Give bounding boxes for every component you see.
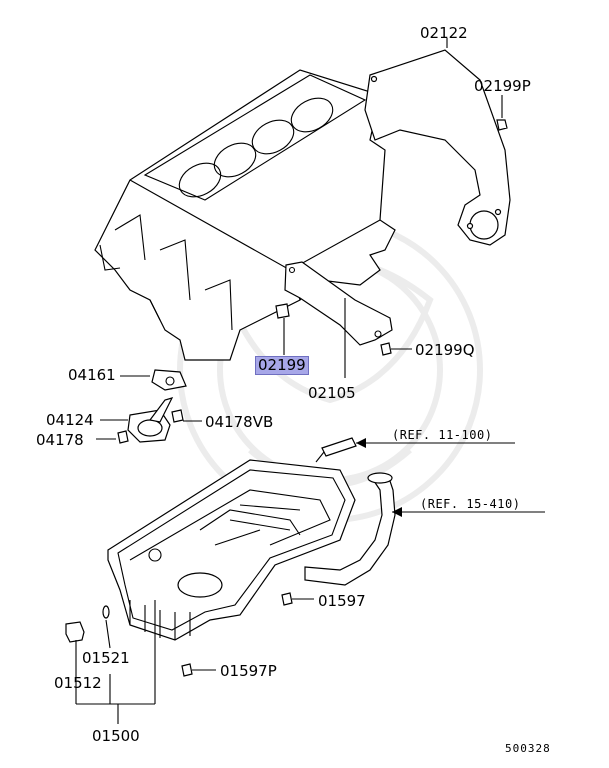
label-02122: 02122 bbox=[420, 24, 468, 42]
gasket-01521 bbox=[102, 605, 111, 704]
bolt-02199P bbox=[496, 95, 508, 131]
label-02105: 02105 bbox=[308, 384, 356, 402]
bolt-02199 bbox=[275, 303, 290, 355]
bolt-01597P bbox=[181, 663, 216, 677]
bolt-02199Q bbox=[380, 342, 412, 356]
label-01597: 01597 bbox=[318, 592, 366, 610]
gasket-04161 bbox=[120, 369, 187, 391]
label-02199Q: 02199Q bbox=[415, 341, 475, 359]
label-01521: 01521 bbox=[82, 649, 130, 667]
engine-block bbox=[94, 69, 396, 361]
ref-label-15-410: (REF. 15-410) bbox=[420, 497, 521, 511]
gauge-tube bbox=[304, 472, 396, 586]
label-01597P: 01597P bbox=[220, 662, 277, 680]
ref-arrow-15-410 bbox=[392, 507, 545, 517]
label-04178: 04178 bbox=[36, 431, 84, 449]
oil-screen-04124 bbox=[100, 397, 174, 443]
label-01512: 01512 bbox=[54, 674, 102, 692]
oil-pan-01500 bbox=[107, 459, 356, 641]
ref-label-11-100: (REF. 11-100) bbox=[392, 428, 493, 442]
oil-sensor bbox=[315, 437, 515, 463]
label-01500: 01500 bbox=[92, 727, 140, 745]
diagram-code: 500328 bbox=[505, 742, 551, 755]
label-04178VB: 04178VB bbox=[205, 413, 274, 431]
label-04124: 04124 bbox=[46, 411, 94, 429]
bolt-04178 bbox=[96, 430, 129, 444]
label-02199-highlighted: 02199 bbox=[255, 356, 309, 375]
label-02199P: 02199P bbox=[474, 77, 531, 95]
bolt-04178VB bbox=[171, 409, 202, 423]
bracket-02105 bbox=[284, 261, 393, 378]
label-04161: 04161 bbox=[68, 366, 116, 384]
rear-plate-02122 bbox=[364, 38, 511, 246]
drain-plug-01512 bbox=[65, 621, 85, 704]
bolt-01597 bbox=[281, 592, 314, 606]
assembly-bracket-01500 bbox=[76, 600, 156, 724]
ref-arrow-11-100 bbox=[356, 438, 366, 448]
